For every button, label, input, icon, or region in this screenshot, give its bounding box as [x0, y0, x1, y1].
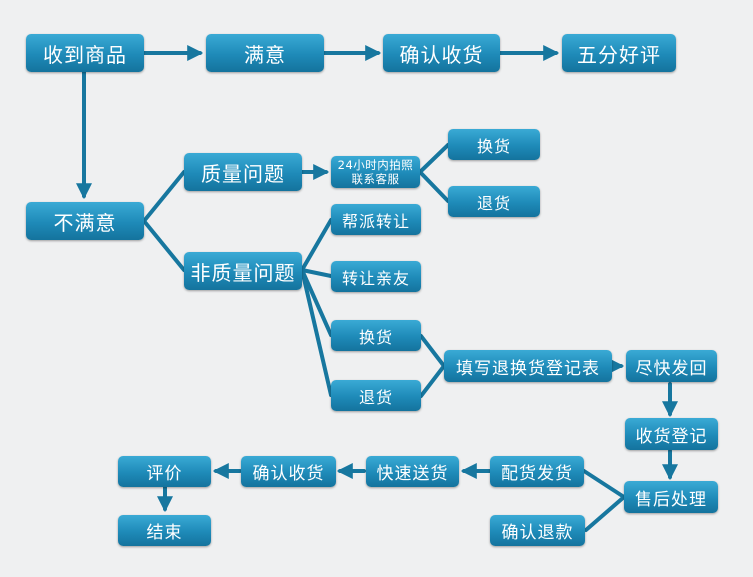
node-express: 快速送货	[366, 456, 459, 487]
node-fill-form: 填写退换货登记表	[444, 350, 612, 382]
line-aftersales-to-refund	[584, 495, 626, 532]
node-after-sales: 售后处理	[624, 481, 718, 513]
node-confirm-receipt-bottom: 确认收货	[241, 456, 336, 487]
line-return-to-form	[419, 364, 446, 398]
node-help-resell: 帮派转让	[331, 204, 421, 235]
node-confirm-refund: 确认退款	[490, 515, 585, 546]
node-exchange-bottom: 换货	[331, 320, 421, 351]
line-contact-to-return	[418, 170, 450, 203]
node-non-quality-issue: 非质量问题	[184, 252, 302, 290]
node-ship-back: 尽快发回	[626, 350, 717, 382]
node-dissatisfied: 不满意	[26, 202, 144, 240]
node-satisfied: 满意	[206, 34, 324, 72]
line-nonquality-to-transfer	[300, 268, 333, 278]
node-review: 评价	[118, 456, 211, 487]
line-dissatisfied-to-quality	[142, 170, 186, 223]
node-end: 结束	[118, 515, 211, 546]
node-confirm-receipt-top: 确认收货	[383, 34, 500, 72]
node-exchange-top: 换货	[448, 129, 540, 160]
line-dissatisfied-to-nonquality	[142, 219, 186, 272]
line-nonquality-to-exchange	[300, 268, 333, 337]
node-transfer-friends: 转让亲友	[331, 261, 421, 292]
node-quality-issue: 质量问题	[184, 153, 302, 191]
node-return-bottom: 退货	[331, 380, 421, 411]
node-return-top: 退货	[448, 186, 540, 217]
line-aftersales-to-reship	[582, 469, 626, 499]
node-contact-service: 24小时内拍照联系客服	[331, 156, 420, 188]
node-reship: 配货发货	[490, 456, 584, 487]
node-five-star: 五分好评	[562, 34, 676, 72]
node-receipt-registration: 收货登记	[625, 418, 718, 450]
line-nonquality-to-help	[300, 218, 333, 272]
line-nonquality-to-return	[300, 268, 333, 397]
node-receive-goods: 收到商品	[26, 34, 144, 72]
line-contact-to-exchange	[418, 143, 450, 174]
line-exchange-to-form	[419, 334, 446, 368]
